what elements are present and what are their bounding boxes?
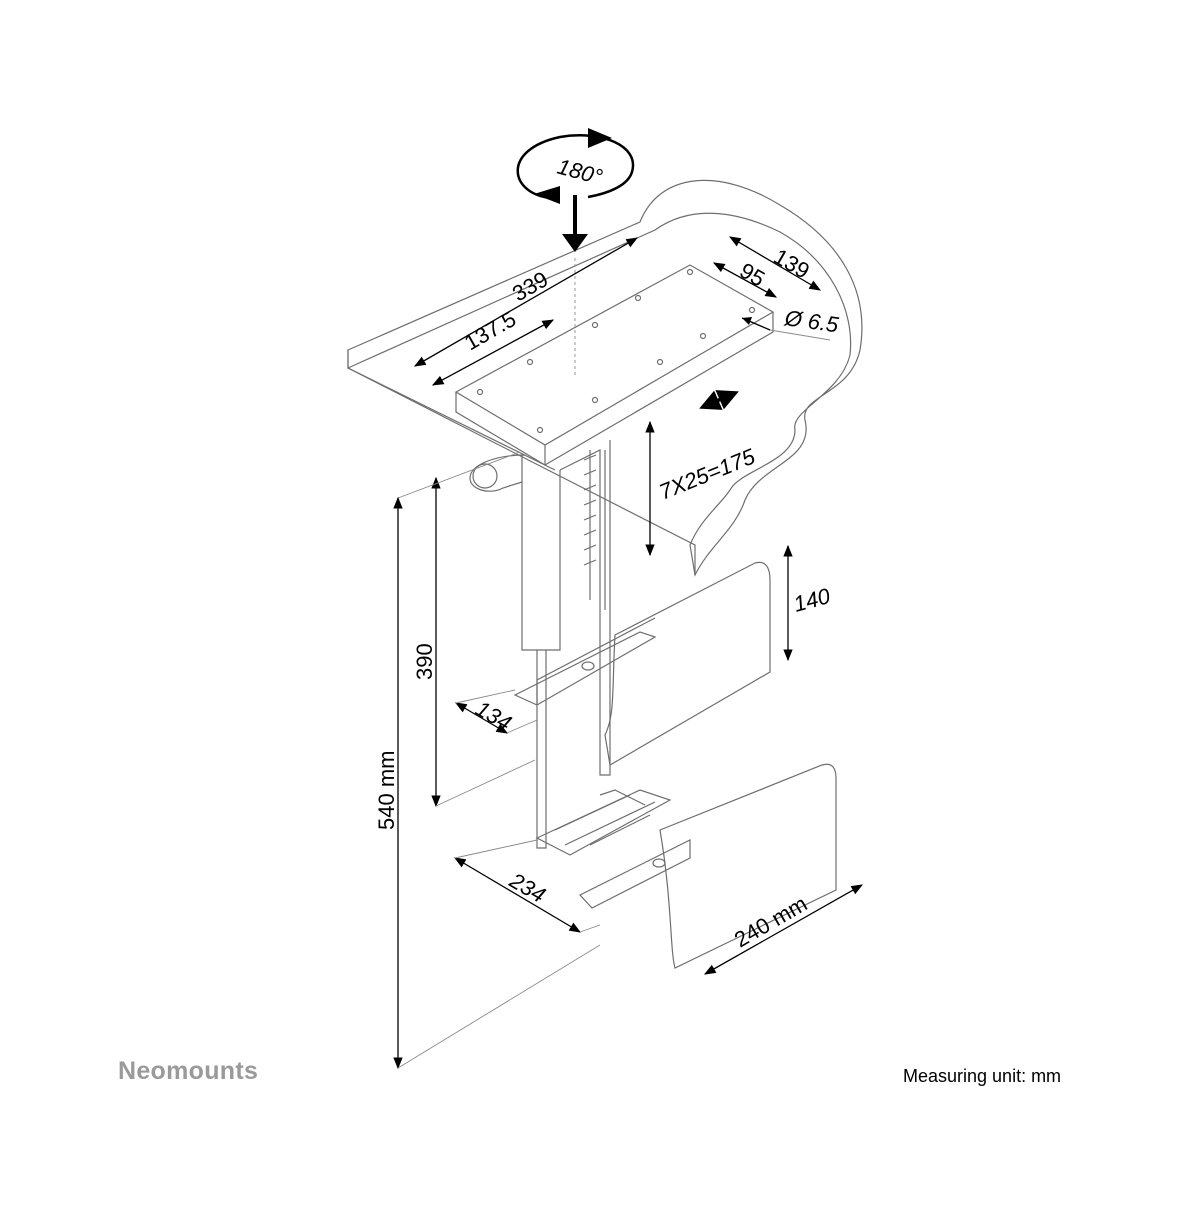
dim-plate-width-label: 139 [770, 244, 814, 284]
mounting-plate [454, 258, 775, 467]
dim-holder-height: 140 [783, 544, 834, 662]
dim-max-height: 540 mm [374, 451, 601, 1070]
dim-max-height-label: 540 mm [374, 751, 399, 830]
dim-hole-diameter-label: Ø 6.5 [782, 305, 841, 337]
dim-max-width: 234 [453, 839, 601, 933]
dim-depth-label: 240 mm [730, 891, 811, 952]
dim-hole-diameter: Ø 6.5 [741, 305, 841, 341]
dim-plate-length-label: 339 [508, 266, 552, 306]
rotation-label: 180° [555, 154, 606, 190]
dim-hole-spacing-label: 95 [736, 258, 770, 292]
rotation-symbol: 180° [516, 128, 635, 252]
dim-holder-height-label: 140 [791, 583, 834, 617]
dim-height-adjust-label: 7X25=175 [656, 443, 760, 504]
dim-max-width-label: 234 [505, 867, 550, 908]
lower-holder [535, 763, 837, 969]
upper-holder [513, 561, 771, 766]
vertical-column [469, 440, 611, 849]
unit-note: Measuring unit: mm [903, 1066, 1062, 1086]
dim-min-height: 390 [412, 476, 536, 808]
dim-plate-length: 339 [413, 237, 639, 367]
dim-min-height-label: 390 [412, 643, 437, 680]
dim-hole-spacing: 95 [712, 258, 778, 298]
brand-logo: Neomounts [118, 1057, 259, 1085]
dim-min-width: 134 [454, 689, 538, 736]
dim-depth: 240 mm [703, 884, 864, 975]
dim-height-adjust: 7X25=175 [645, 420, 760, 557]
slide-arrow [699, 390, 739, 410]
dim-min-width-label: 134 [472, 696, 516, 736]
